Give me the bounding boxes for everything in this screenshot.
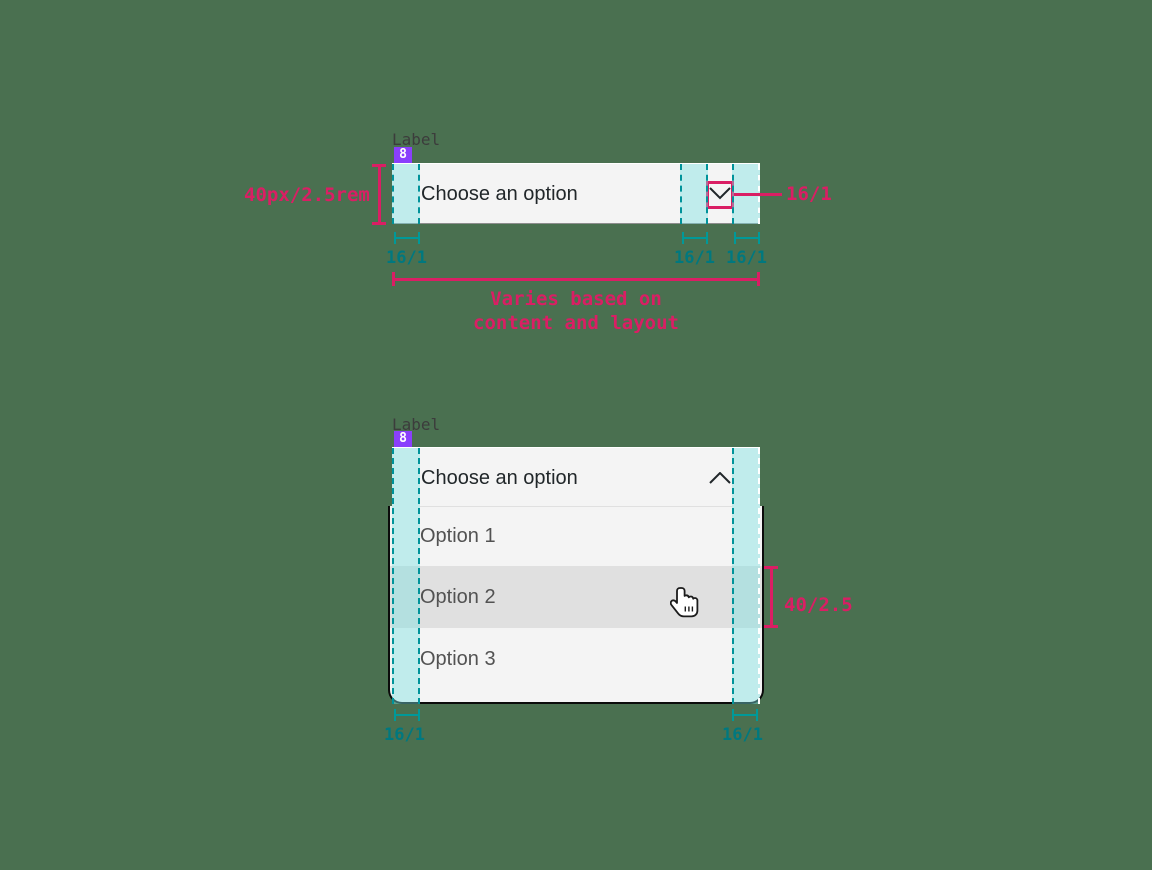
closed-dropdown-label: Label (392, 130, 441, 149)
menu-option-2-label: Option 2 (420, 585, 496, 608)
gap-label-closed: 16/1 (674, 248, 715, 268)
outer-edge-guide-open (758, 448, 760, 704)
spacing-token-badge-open: 8 (394, 431, 412, 448)
height-measure-label-closed: 40px/2.5rem (244, 184, 370, 206)
menu-option-1[interactable]: Option 1 (420, 506, 762, 566)
select-value-closed: Choose an option (421, 182, 578, 205)
right-padding-bracket-open (732, 709, 758, 721)
width-measure-label-line2: content and layout (473, 312, 679, 334)
left-padding-bracket-closed (394, 232, 420, 244)
chevron-down-icon[interactable] (708, 183, 732, 205)
right-padding-label-open: 16/1 (722, 725, 763, 745)
select-field-closed[interactable]: Choose an option (392, 164, 760, 224)
right-padding-bracket-closed (734, 232, 760, 244)
width-measure-label-line1: Varies based on (490, 288, 662, 310)
padding-band-right-open (732, 448, 760, 704)
open-dropdown-label: Label (392, 415, 441, 434)
menu-option-3[interactable]: Option 3 (420, 628, 762, 690)
gap-band-closed (680, 164, 708, 224)
menu-option-1-label: Option 1 (420, 524, 496, 547)
select-value-open: Choose an option (421, 467, 578, 489)
chevron-up-icon[interactable] (708, 468, 732, 488)
left-padding-bracket-open (394, 709, 420, 721)
icon-size-label: 16/1 (786, 183, 832, 205)
padding-band-left-closed (392, 164, 420, 224)
pointer-hand-cursor (669, 586, 704, 627)
height-measure-closed (372, 164, 386, 225)
menu-option-2[interactable]: Option 2 (420, 566, 762, 628)
option-hover-highlight (390, 566, 762, 628)
icon-bounding-box-closed (706, 181, 734, 209)
menu-option-3-label: Option 3 (420, 647, 496, 670)
left-padding-label-open: 16/1 (384, 725, 425, 745)
option-divider-top (420, 506, 732, 507)
spacing-token-badge-closed: 8 (394, 147, 412, 164)
icon-size-leader-line (734, 193, 782, 196)
select-field-open[interactable]: Choose an option (392, 448, 760, 508)
gap-bracket-closed (682, 232, 708, 244)
option-height-measure (764, 566, 778, 628)
padding-band-left-open (392, 448, 420, 704)
top-guideline-open (392, 447, 760, 448)
top-guideline-closed (392, 163, 760, 164)
right-padding-label-closed: 16/1 (726, 248, 767, 268)
option-height-label: 40/2.5 (784, 594, 853, 616)
dropdown-menu-panel: Option 1 Option 2 Option 3 (388, 506, 764, 704)
width-measure-closed (392, 272, 760, 286)
left-padding-label-closed: 16/1 (386, 248, 427, 268)
